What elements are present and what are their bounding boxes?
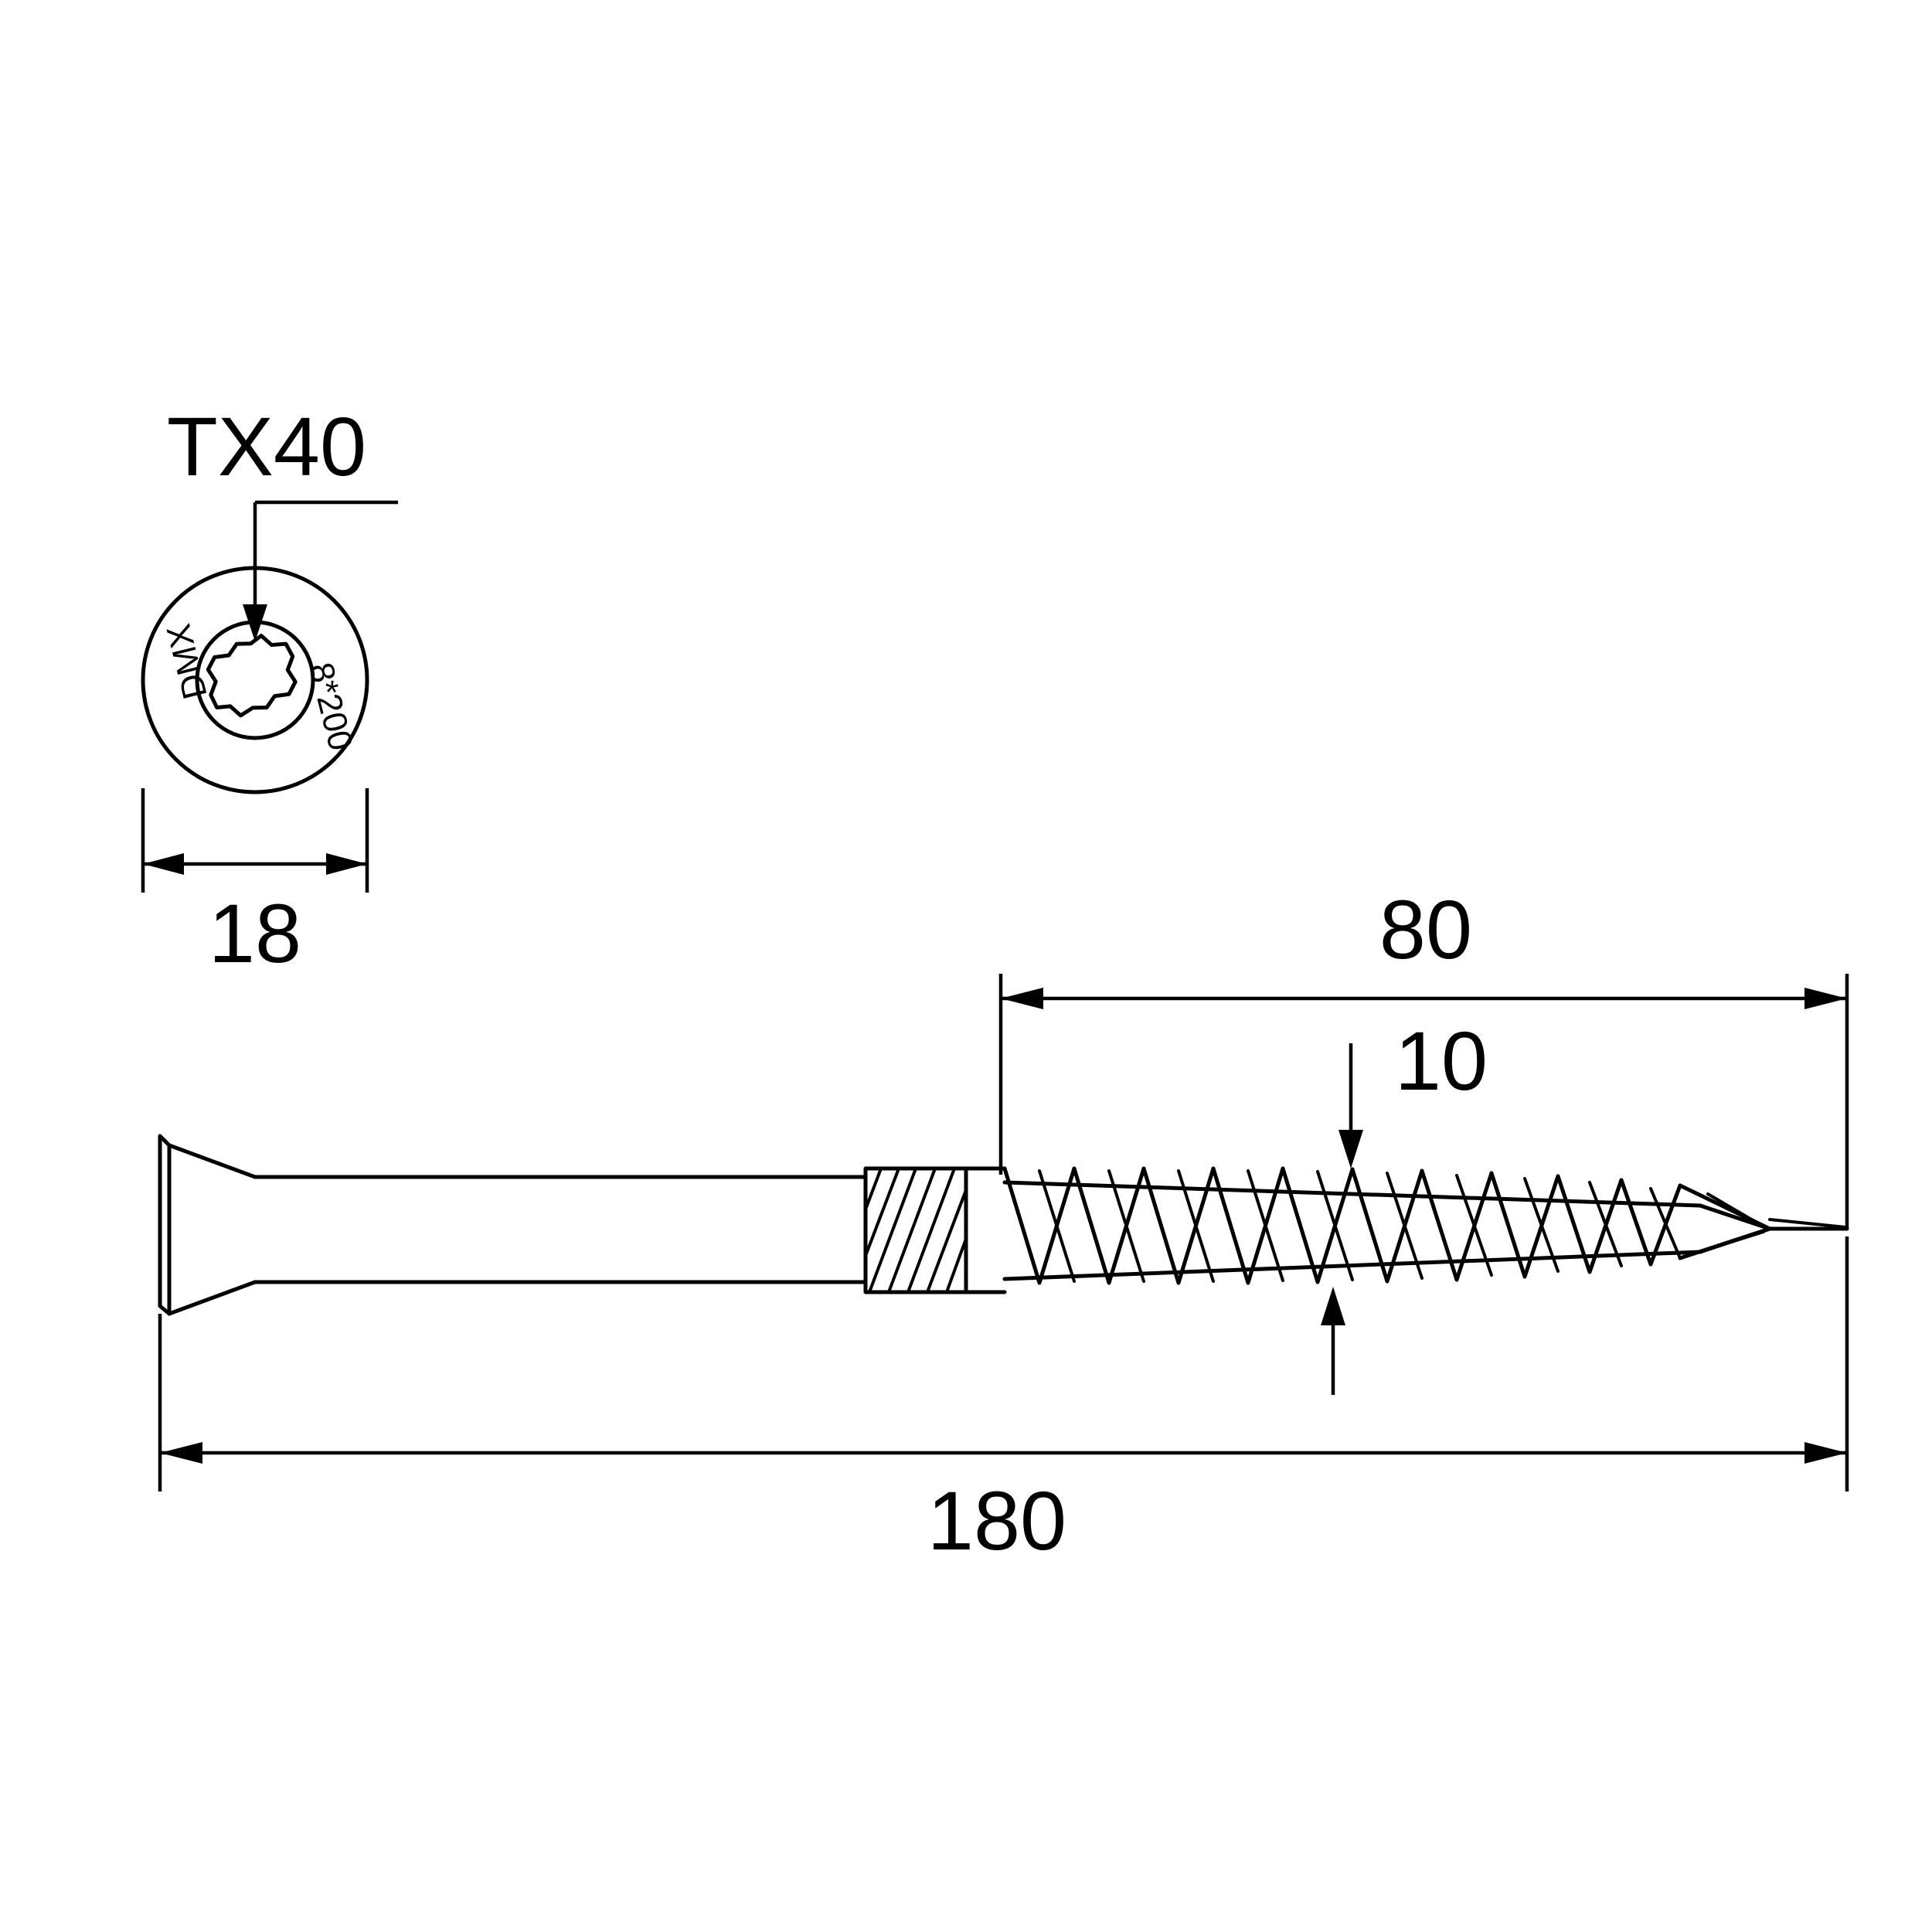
screw-head-cone-top: [167, 1143, 257, 1179]
dim80-arrow-right: [1804, 988, 1847, 1009]
thread-back-7: [1455, 1174, 1493, 1277]
screw-head-cone-bottom: [167, 1280, 257, 1316]
thread-profile-group: [1002, 1166, 1682, 1285]
dim180-arrow-left: [160, 1442, 202, 1464]
thread-back-5: [1316, 1170, 1354, 1281]
thread-tooth-10: [1619, 1178, 1682, 1267]
dim10-upper-arrow: [1338, 1130, 1363, 1168]
thread-tooth-2: [1072, 1166, 1146, 1285]
thread-tooth-6: [1350, 1167, 1424, 1284]
dim80-arrow-left: [1001, 988, 1043, 1009]
thread-back-9: [1588, 1181, 1623, 1267]
milling-rib-6: [864, 1167, 900, 1257]
milling-rib-2: [887, 1167, 937, 1294]
tx40-callout: TX40: [167, 400, 398, 641]
dim180-arrow-right: [1804, 1442, 1847, 1464]
thread-back-10: [1649, 1187, 1682, 1260]
thread-tooth-8: [1489, 1171, 1560, 1279]
thread-back-6: [1386, 1172, 1423, 1280]
head-diameter-dimension: 18: [141, 788, 369, 980]
thread-back-2: [1107, 1169, 1145, 1283]
thread-diameter-dimension: 10: [1321, 1014, 1488, 1395]
tx40-label: TX40: [167, 400, 366, 493]
milling-rib-5: [945, 1237, 968, 1294]
torx-recess-star: [206, 634, 298, 718]
dim80-label: 80: [1379, 883, 1472, 976]
milling-rib-3: [906, 1167, 956, 1294]
thread-back-1: [1038, 1169, 1076, 1283]
thread-back-4: [1247, 1169, 1284, 1282]
screw-tip: [1678, 1183, 1849, 1260]
thread-tooth-9: [1556, 1174, 1624, 1274]
thread-core-top: [1002, 1180, 1702, 1208]
head-marking-size: 8*200: [301, 659, 359, 754]
thread-tooth-7: [1420, 1168, 1494, 1282]
total-length-dimension: 180: [158, 1236, 1849, 1567]
dim18-label: 18: [209, 886, 301, 980]
dim18-arrow-right: [326, 853, 367, 875]
thread-back-3: [1177, 1169, 1215, 1283]
tx40-arrowhead: [243, 604, 267, 641]
milling-rib-1: [868, 1167, 917, 1294]
thread-length-dimension: 80: [998, 883, 1849, 1229]
screw-head-profile: [158, 1134, 172, 1316]
milling-rib-7: [864, 1167, 883, 1211]
thread-tooth-3: [1141, 1166, 1216, 1285]
thread-tooth-5: [1281, 1166, 1355, 1284]
milling-rib-4: [926, 1189, 968, 1294]
tip-facet-1: [1706, 1192, 1764, 1227]
tip-facet-2: [1710, 1230, 1765, 1250]
thread-tooth-4: [1211, 1166, 1285, 1285]
thread-tooth-1: [1002, 1166, 1077, 1285]
dim10-lower-arrow: [1321, 1287, 1345, 1325]
brand-text: DMX: [160, 621, 215, 703]
dim18-arrow-left: [143, 853, 184, 875]
head-marking-brand: DMX: [160, 621, 215, 703]
dim10-label: 10: [1395, 1014, 1488, 1107]
milling-section: [863, 1166, 968, 1294]
screw-side-view: [158, 1134, 1849, 1316]
tip-point-edge: [1768, 1218, 1847, 1229]
dim180-label: 180: [927, 1474, 1066, 1567]
size-code-text: 8*200: [301, 659, 359, 754]
thread-back-8: [1523, 1177, 1560, 1273]
